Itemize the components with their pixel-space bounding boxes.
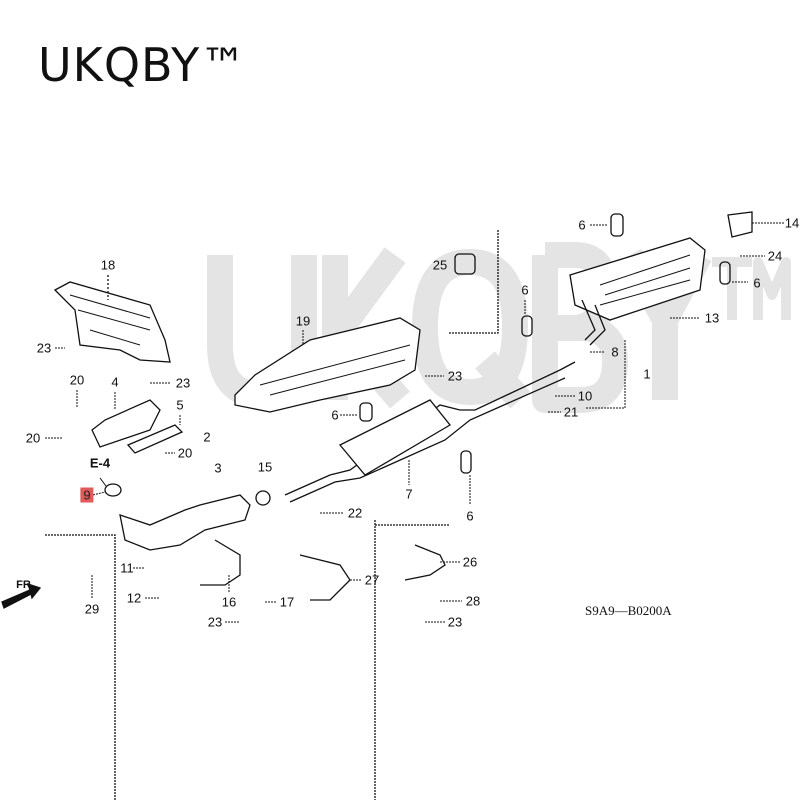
part-6-hanger (460, 450, 472, 474)
part-19-heat-shield (234, 317, 421, 413)
callout-24[interactable]: 24 (767, 248, 783, 264)
part-1-muffler (569, 237, 706, 321)
callout-6[interactable]: 6 (578, 217, 586, 233)
part-14-tip (727, 211, 753, 238)
callout-22[interactable]: 22 (347, 505, 363, 521)
front-marker: FR. (16, 579, 34, 591)
callout-18[interactable]: 18 (100, 257, 116, 273)
callout-29[interactable]: 29 (84, 601, 100, 617)
callout-9-highlighted[interactable]: 9 (80, 487, 94, 503)
part-25-mount (454, 253, 476, 275)
callout-23[interactable]: 23 (207, 614, 223, 630)
callout-21[interactable]: 21 (563, 404, 579, 420)
callout-27[interactable]: 27 (364, 572, 380, 588)
part-15-gasket (255, 490, 271, 506)
callout-19[interactable]: 19 (295, 313, 311, 329)
callout-15[interactable]: 15 (257, 459, 273, 475)
callout-3[interactable]: 3 (214, 460, 222, 476)
callout-8[interactable]: 8 (611, 344, 619, 360)
callout-23[interactable]: 23 (447, 368, 463, 384)
callout-2[interactable]: 2 (203, 429, 211, 445)
brand-title: UKQBY™ (38, 38, 248, 92)
callout-23[interactable]: 23 (447, 614, 463, 630)
callout-4[interactable]: 4 (111, 374, 119, 390)
part-5-bracket (126, 424, 184, 454)
part-6-hanger (610, 213, 624, 237)
part-6-hanger (719, 261, 731, 285)
callout-11[interactable]: 11 (120, 560, 134, 576)
callout-10[interactable]: 10 (577, 388, 593, 404)
callout-23[interactable]: 23 (36, 340, 52, 356)
callout-7[interactable]: 7 (405, 486, 413, 502)
callout-6[interactable]: 6 (521, 282, 529, 298)
callout-20[interactable]: 20 (69, 372, 85, 388)
reference-E-4[interactable]: E-4 (89, 455, 111, 471)
part-27-sensor (299, 554, 351, 601)
part-4-shield (91, 399, 161, 448)
part-6-hanger (521, 315, 533, 337)
callout-28[interactable]: 28 (465, 593, 481, 609)
part-18-heat-shield (53, 281, 171, 363)
callout-17[interactable]: 17 (279, 594, 295, 610)
part-6-hanger (359, 402, 373, 422)
callout-14[interactable]: 14 (784, 215, 800, 231)
callout-16[interactable]: 16 (221, 594, 237, 610)
part-26-sensor (404, 544, 446, 581)
callout-13[interactable]: 13 (704, 310, 720, 326)
part-7-resonator (338, 399, 451, 476)
callout-1[interactable]: 1 (643, 366, 651, 382)
part-16-sensor (200, 539, 241, 586)
diagram-code: S9A9—B0200A (585, 603, 672, 618)
part-9-gasket (104, 483, 122, 497)
callout-5[interactable]: 5 (176, 397, 184, 413)
callout-25[interactable]: 25 (432, 257, 448, 273)
part-2-converter (119, 494, 251, 551)
part-7-pipe (284, 361, 576, 496)
front-arrow-icon (1, 582, 42, 609)
callout-20[interactable]: 20 (177, 445, 193, 461)
callout-12[interactable]: 12 (126, 590, 142, 606)
callout-23[interactable]: 23 (175, 375, 191, 391)
callout-6[interactable]: 6 (331, 407, 339, 423)
callout-20[interactable]: 20 (25, 430, 41, 446)
callout-26[interactable]: 26 (462, 554, 478, 570)
callout-6[interactable]: 6 (753, 275, 761, 291)
callout-6[interactable]: 6 (466, 508, 474, 524)
